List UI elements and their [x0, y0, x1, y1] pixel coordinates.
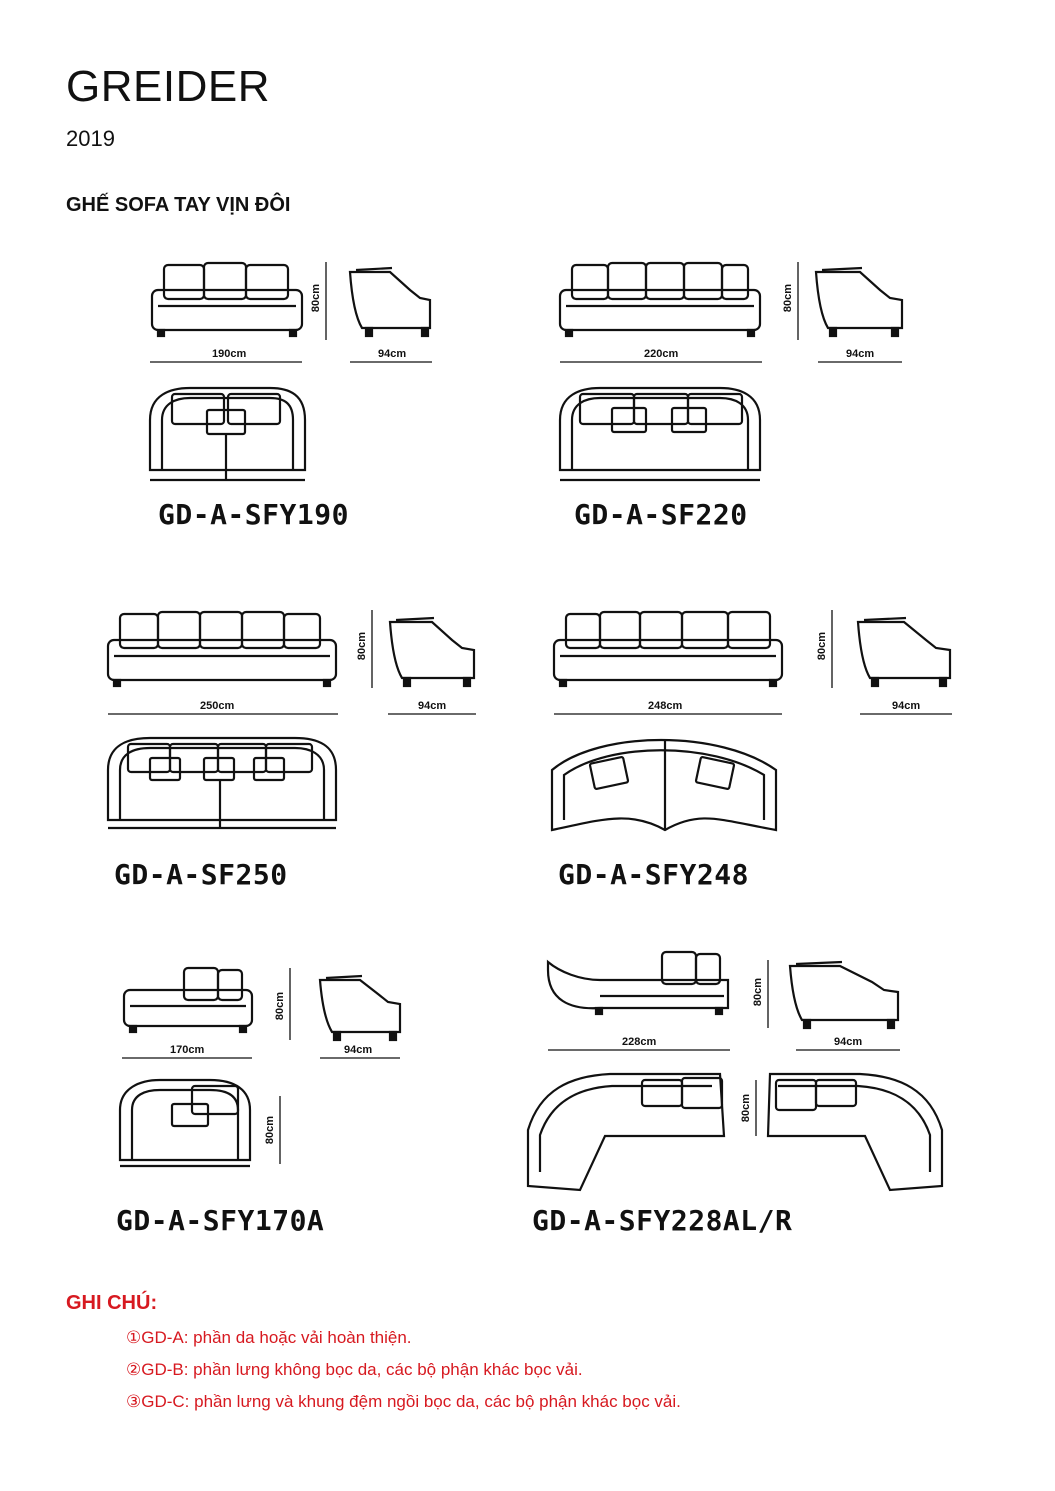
width-label-6: 228cm [622, 1036, 657, 1048]
notes-title: GHI CHÚ: [66, 1292, 158, 1314]
product-code-4: GD-A-SFY248 [558, 858, 749, 891]
depth-label-2: 94cm [846, 348, 875, 360]
sofa-front-view-3 [106, 610, 338, 688]
product-code-6: GD-A-SFY228AL/R [532, 1204, 793, 1237]
sofa-side-view-1 [348, 266, 432, 338]
depth-label-5: 94cm [344, 1044, 373, 1056]
sofa-top-view-6 [526, 1072, 944, 1192]
sofa-top-view-3 [106, 736, 338, 830]
height-label-6: 80cm [752, 977, 765, 1007]
sofa-top-view-4 [550, 738, 778, 832]
sofa-top-view-2 [558, 386, 762, 482]
width-label-2: 220cm [644, 348, 679, 360]
product-code-5: GD-A-SFY170A [116, 1204, 325, 1237]
sofa-front-view-4 [552, 610, 784, 688]
sofa-front-view-2 [558, 261, 762, 338]
note-item-3: ③GD-C: phần lưng và khung đệm ngồi bọc d… [126, 1392, 681, 1411]
width-label-5: 170cm [170, 1044, 205, 1056]
brand-title: GREIDER [66, 62, 270, 111]
depth-label-1: 94cm [378, 348, 407, 360]
height-label-3: 80cm [356, 631, 369, 661]
height-label-4: 80cm [816, 631, 829, 661]
height-label-2: 80cm [782, 283, 795, 313]
depth-label-4: 94cm [892, 700, 921, 712]
section-title: GHẾ SOFA TAY VỊN ĐÔI [66, 194, 291, 216]
sofa-side-view-2 [814, 266, 904, 338]
top-height-label-6: 80cm [740, 1093, 753, 1123]
sofa-top-view-5 [118, 1078, 252, 1168]
depth-label-6: 94cm [834, 1036, 863, 1048]
depth-label-3: 94cm [418, 700, 447, 712]
note-item-2: ②GD-B: phần lưng không bọc da, các bộ ph… [126, 1360, 583, 1379]
sofa-front-view-5 [122, 966, 254, 1034]
sofa-side-view-5 [318, 974, 402, 1042]
sofa-side-view-4 [856, 616, 952, 688]
height-label-1: 80cm [310, 283, 323, 313]
sofa-front-view-1 [150, 261, 304, 338]
product-code-1: GD-A-SFY190 [158, 498, 349, 531]
top-height-label-5: 80cm [264, 1115, 277, 1145]
year: 2019 [66, 126, 115, 151]
sofa-side-view-3 [388, 616, 476, 688]
note-item-1: ①GD-A: phần da hoặc vải hoàn thiện. [126, 1328, 412, 1347]
width-label-4: 248cm [648, 700, 683, 712]
sofa-top-view-1 [148, 386, 307, 482]
sofa-front-view-6 [546, 950, 730, 1016]
width-label-3: 250cm [200, 700, 235, 712]
height-label-5: 80cm [274, 991, 287, 1021]
product-code-3: GD-A-SF250 [114, 858, 288, 891]
sofa-side-view-6 [788, 960, 900, 1030]
width-label-1: 190cm [212, 348, 247, 360]
product-code-2: GD-A-SF220 [574, 498, 748, 531]
